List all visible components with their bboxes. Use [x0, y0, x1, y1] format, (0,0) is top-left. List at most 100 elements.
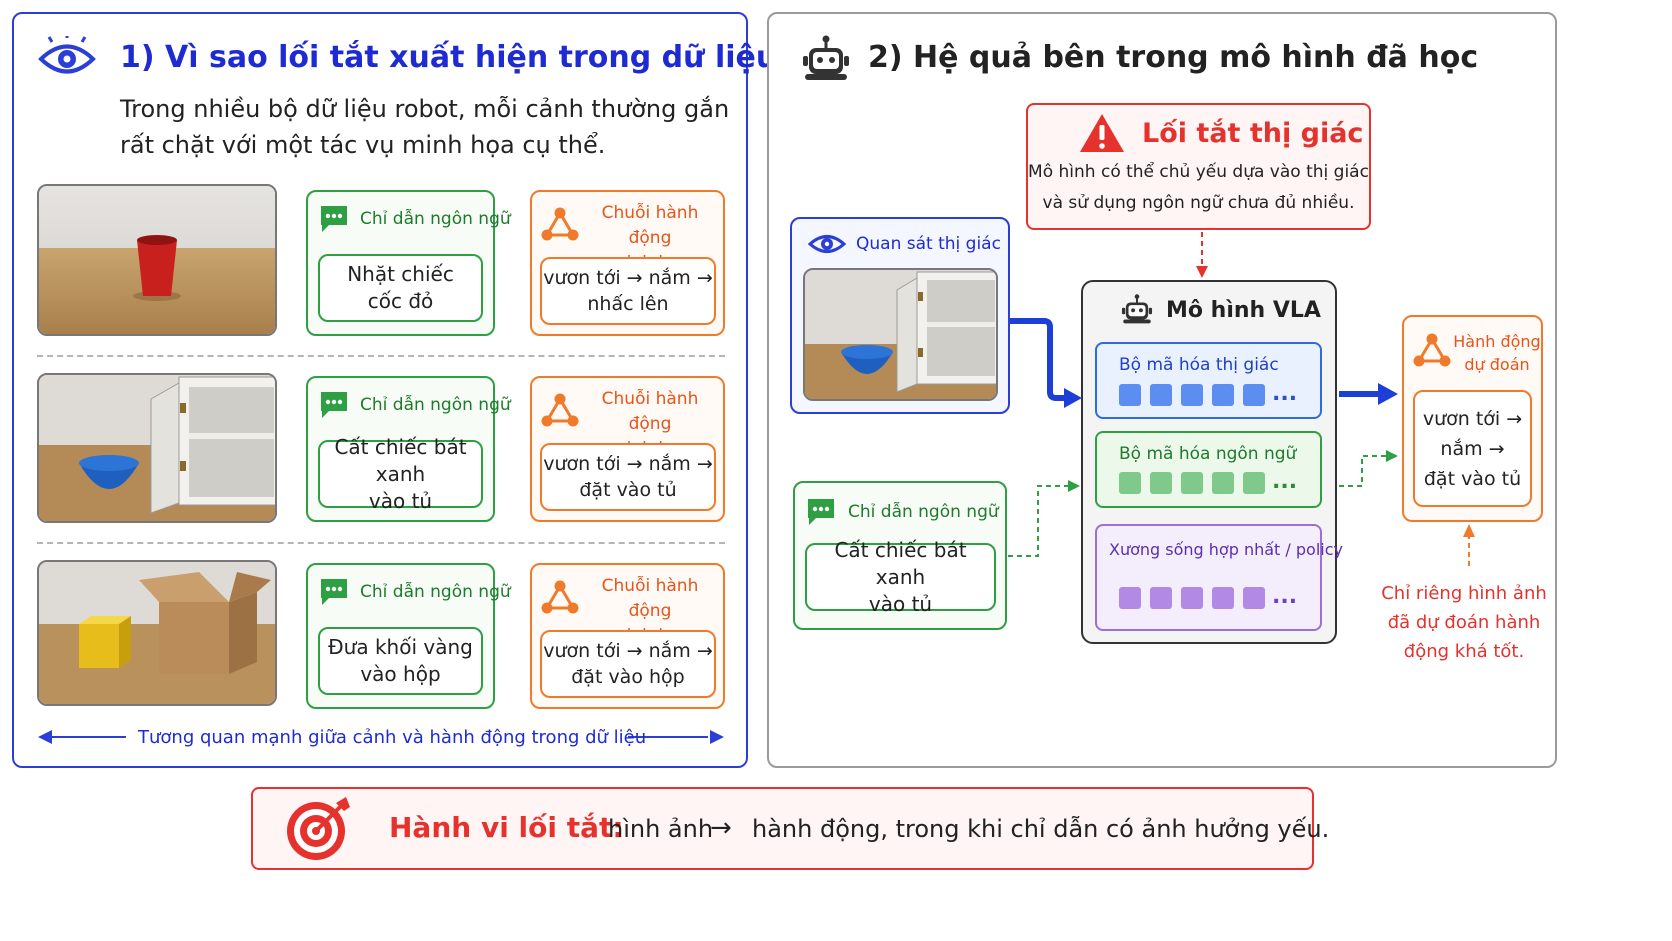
visual-token — [1119, 384, 1141, 406]
visual-encoder-label: Bộ mã hóa thị giác — [1119, 355, 1279, 375]
predicted-action-title-1: Hành động — [1453, 332, 1541, 351]
action-graph-icon — [541, 393, 579, 427]
action-title-1a: Chuỗi hành động — [601, 203, 699, 248]
visual-encoder — [1095, 342, 1322, 419]
language-token — [1212, 472, 1234, 494]
visual-input-arrow — [1010, 318, 1066, 401]
predicted-action-text-1: vươn tới → — [1422, 407, 1523, 430]
lang-text-2a: Cất chiếc bát xanh — [334, 434, 467, 486]
eye-icon — [808, 235, 846, 253]
right-language-bubble: Cất chiếc bát xanh vào tủ — [805, 538, 996, 616]
action-title-3a: Chuỗi hành động — [601, 576, 699, 621]
visual-token-ellipsis: ... — [1272, 381, 1298, 406]
predicted-action-text-3: đặt vào tủ — [1423, 467, 1522, 490]
scene-yellow-block-box — [37, 560, 277, 706]
predicted-action-bubble: vươn tới → nắm → đặt vào tủ — [1413, 390, 1532, 507]
backbone-token — [1150, 587, 1172, 609]
language-token — [1150, 472, 1172, 494]
row-divider-2 — [37, 542, 725, 544]
chat-icon — [321, 206, 347, 232]
right-panel-title: 2) Hệ quả bên trong mô hình đã học — [868, 40, 1479, 75]
image-only-note-1: Chỉ riêng hình ảnh — [1381, 583, 1547, 604]
observation-image — [803, 268, 998, 401]
right-language-title: Chỉ dẫn ngôn ngữ — [848, 502, 999, 522]
action-text-3b: đặt vào hộp — [571, 666, 685, 688]
language-token — [1119, 472, 1141, 494]
scene-red-cup — [37, 184, 277, 336]
unified-backbone-label: Xương sống hợp nhất / policy — [1109, 540, 1343, 559]
chat-icon — [321, 392, 347, 418]
correlation-arrow — [38, 730, 724, 744]
action-graph-icon — [1413, 333, 1451, 367]
right-language-text-2: vào tủ — [868, 591, 933, 616]
visual-token — [1181, 384, 1203, 406]
visual-shortcut-title: Lối tắt thị giác — [1142, 118, 1364, 149]
visual-shortcut-box — [1026, 103, 1371, 230]
visual-token — [1212, 384, 1234, 406]
visual-shortcut-text-2: và sử dụng ngôn ngữ chưa đủ nhiều. — [1042, 193, 1355, 213]
action-title-2a: Chuỗi hành động — [601, 389, 699, 434]
chat-icon — [321, 579, 347, 605]
image-only-note: Chỉ riêng hình ảnh đã dự đoán hành động … — [1378, 579, 1550, 666]
lang-title-1: Chỉ dẫn ngôn ngữ — [360, 209, 511, 229]
visual-observation-title: Quan sát thị giác — [856, 234, 1001, 254]
target-icon — [287, 797, 350, 860]
language-token — [1181, 472, 1203, 494]
language-output-arrow — [1339, 455, 1386, 487]
lang-bubble-1: Nhặt chiếc cốc đỏ — [318, 254, 483, 322]
predicted-action-title-2: dự đoán — [1464, 355, 1530, 374]
backbone-token-row: ... — [1119, 586, 1299, 610]
chat-icon — [808, 499, 834, 525]
shortcut-behavior-banner — [251, 787, 1314, 870]
backbone-token — [1212, 587, 1234, 609]
action-text-1a: vươn tới → nắm → — [543, 267, 713, 289]
banner-word-image: hình ảnh — [608, 815, 714, 843]
lang-bubble-2: Cất chiếc bát xanh vào tủ — [318, 435, 483, 513]
left-panel-title: 1) Vì sao lối tắt xuất hiện trong dữ liệ… — [120, 40, 778, 75]
action-text-2b: đặt vào tủ — [579, 479, 677, 501]
lang-text-2b: vào tủ — [368, 488, 433, 513]
correlation-label: Tương quan mạnh giữa cảnh và hành động t… — [138, 727, 647, 748]
language-token-row: ... — [1119, 471, 1299, 495]
backbone-token — [1119, 587, 1141, 609]
lang-title-2: Chỉ dẫn ngôn ngữ — [360, 395, 511, 415]
action-text-2a: vươn tới → nắm → — [543, 453, 713, 475]
visual-token — [1150, 384, 1172, 406]
visual-shortcut-text-1: Mô hình có thể chủ yếu dựa vào thị giác — [1028, 162, 1369, 182]
visual-token — [1243, 384, 1265, 406]
backbone-token — [1181, 587, 1203, 609]
eye-icon — [38, 36, 96, 74]
language-encoder-label: Bộ mã hóa ngôn ngữ — [1119, 444, 1297, 464]
scene-blue-bowl-cabinet — [37, 373, 277, 523]
image-only-note-3: động khá tốt. — [1403, 641, 1525, 662]
action-bubble-2: vươn tới → nắm → đặt vào tủ — [540, 443, 716, 511]
vla-model-title: Mô hình VLA — [1166, 298, 1321, 323]
backbone-token-ellipsis: ... — [1272, 584, 1298, 609]
left-intro-line2: rất chặt với một tác vụ minh họa cụ thể. — [120, 131, 606, 159]
unified-backbone — [1095, 524, 1322, 631]
backbone-token — [1243, 587, 1265, 609]
action-bubble-3: vươn tới → nắm → đặt vào hộp — [540, 630, 716, 698]
visual-token-row: ... — [1119, 383, 1299, 407]
action-text-3a: vươn tới → nắm → — [543, 640, 713, 662]
banner-label: Hành vi lối tắt: — [389, 811, 624, 844]
lang-text-3a: Đưa khối vàng — [328, 635, 473, 659]
action-graph-icon — [541, 207, 579, 241]
language-token — [1243, 472, 1265, 494]
lang-text-1b: cốc đỏ — [367, 289, 434, 313]
lang-bubble-3: Đưa khối vàng vào hộp — [318, 627, 483, 695]
banner-rest-text: hành động, trong khi chỉ dẫn có ảnh hưởn… — [752, 815, 1330, 843]
right-language-text-1: Cất chiếc bát xanh — [834, 537, 967, 589]
language-input-arrow — [1008, 485, 1068, 557]
lang-text-3b: vào hộp — [360, 662, 441, 686]
action-text-1b: nhấc lên — [587, 293, 669, 315]
row-divider-1 — [37, 355, 725, 357]
action-graph-icon — [541, 580, 579, 614]
predicted-action-title: Hành động dự đoán — [1452, 330, 1542, 376]
left-intro-line1: Trong nhiều bộ dữ liệu robot, mỗi cảnh t… — [120, 95, 730, 123]
banner-arrow: → — [710, 813, 732, 843]
predicted-action-text-2: nắm → — [1440, 437, 1505, 460]
action-bubble-1: vươn tới → nắm → nhấc lên — [540, 257, 716, 325]
robot-icon — [1121, 294, 1153, 324]
